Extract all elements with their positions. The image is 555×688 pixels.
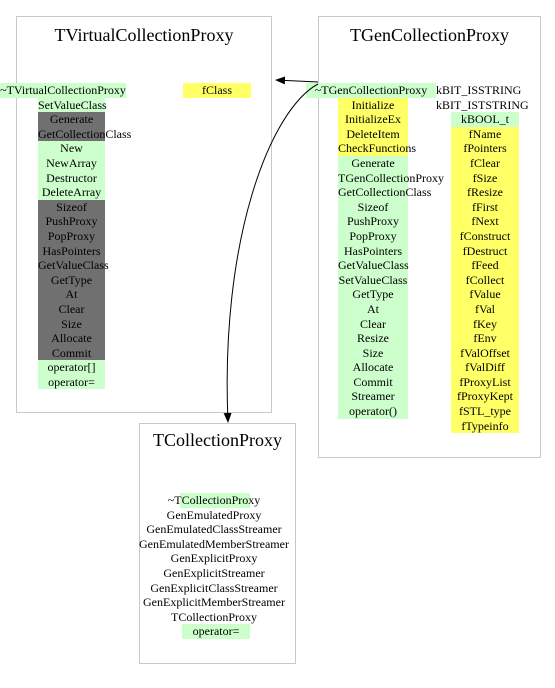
member-row: fNext xyxy=(451,214,519,229)
method-row: Commit xyxy=(38,345,105,361)
method-row: GetValueClass xyxy=(338,258,409,273)
method-row: At xyxy=(338,301,408,317)
method-row: SetValueClass xyxy=(38,97,107,113)
method-row: ~TCollectionProxy xyxy=(128,493,300,508)
member-row: fVal xyxy=(451,301,519,317)
method-row: Allocate xyxy=(338,360,408,375)
method-row: GetCollectionClass xyxy=(338,185,432,200)
member-row: fFirst xyxy=(451,199,519,215)
method-row: Commit xyxy=(338,374,408,390)
method-row: operator() xyxy=(338,404,408,419)
member-row: fSTL_type xyxy=(451,404,519,419)
method-row: Destructor xyxy=(38,170,105,186)
method-row: New xyxy=(38,141,105,156)
method-row: GetCollectionClass xyxy=(38,126,132,142)
method-row: GenEmulatedProxy xyxy=(166,507,262,522)
method-row: operator[] xyxy=(38,360,105,375)
method-row: PushProxy xyxy=(38,214,105,229)
method-row: GetType xyxy=(38,272,105,288)
method-row: Size xyxy=(338,345,408,361)
member-row: fCollect xyxy=(451,272,519,288)
method-row: SetValueClass xyxy=(338,272,408,288)
member-row: fDestruct xyxy=(451,243,519,259)
method-row: DeleteItem xyxy=(338,126,408,142)
method-row: DeleteArray xyxy=(38,185,105,200)
member-row: fValue xyxy=(451,287,519,302)
method-row: ~TGenCollectionProxy xyxy=(306,83,436,98)
method-row: TGenCollectionProxy xyxy=(338,170,444,186)
method-row: PopProxy xyxy=(38,228,105,244)
method-row: Initialize xyxy=(338,97,408,113)
method-row: PushProxy xyxy=(338,214,408,229)
member-row: kBOOL_t xyxy=(451,112,519,127)
method-row: CheckFunctions xyxy=(338,141,416,156)
member-row: fKey xyxy=(451,316,519,332)
method-row: GetValueClass xyxy=(38,258,109,273)
arrow-gen-to-virtual xyxy=(275,76,319,85)
method-row: Size xyxy=(38,316,105,332)
method-row: TCollectionProxy xyxy=(171,609,257,624)
method-row: Streamer xyxy=(338,389,408,405)
method-row: Resize xyxy=(338,331,408,346)
class-box-tcollectionproxy: TCollectionProxy xyxy=(139,423,296,664)
method-row: GenExplicitMemberStreamer xyxy=(143,595,285,610)
method-row: operator= xyxy=(38,374,105,390)
method-row: GenExplicitClassStreamer xyxy=(150,580,278,595)
method-row: Generate xyxy=(338,155,408,171)
method-row: Clear xyxy=(38,301,105,317)
method-row: Sizeof xyxy=(38,199,105,215)
class-title: TVirtualCollectionProxy xyxy=(54,25,234,45)
member-row: fValOffset xyxy=(451,345,519,361)
method-row: GenEmulatedMemberStreamer xyxy=(139,536,289,551)
member-row: fValDiff xyxy=(451,360,519,375)
method-row: InitializeEx xyxy=(338,112,408,127)
member-row: fProxyList xyxy=(451,374,519,390)
member-row: fClear xyxy=(451,155,519,171)
method-row: GenEmulatedClassStreamer xyxy=(146,522,282,537)
member-row: fProxyKept xyxy=(451,389,519,405)
method-row: Allocate xyxy=(38,331,105,346)
member-row: fEnv xyxy=(451,331,519,346)
method-row: At xyxy=(38,287,105,302)
method-row: NewArray xyxy=(38,155,105,171)
method-row: ~TVirtualCollectionProxy xyxy=(0,83,126,98)
method-row: operator= xyxy=(182,624,250,639)
member-row: fName xyxy=(451,126,519,142)
method-row: PopProxy xyxy=(338,228,408,244)
member-row: fSize xyxy=(451,170,519,186)
member-row: fTypeinfo xyxy=(451,418,519,434)
member-row: kBIT_ISSTRING xyxy=(436,83,522,97)
class-title: TGenCollectionProxy xyxy=(350,25,509,45)
method-row: HasPointers xyxy=(38,243,105,259)
member-list: fClass xyxy=(183,83,251,98)
member-row: fConstruct xyxy=(451,228,519,244)
member-row: fFeed xyxy=(451,258,519,273)
class-title: TCollectionProxy xyxy=(153,430,282,450)
method-row: Sizeof xyxy=(338,199,408,215)
method-row: GetType xyxy=(338,287,408,302)
member-row: fClass xyxy=(183,83,251,98)
method-row: GenExplicitProxy xyxy=(170,551,258,566)
method-row: HasPointers xyxy=(338,243,408,259)
member-row: kBIT_ISTSTRING xyxy=(436,97,529,112)
member-row: fResize xyxy=(451,185,519,200)
method-row: Clear xyxy=(338,316,408,332)
method-row: GenExplicitStreamer xyxy=(163,565,265,580)
method-row: Generate xyxy=(38,112,105,127)
member-row: fPointers xyxy=(451,141,519,156)
